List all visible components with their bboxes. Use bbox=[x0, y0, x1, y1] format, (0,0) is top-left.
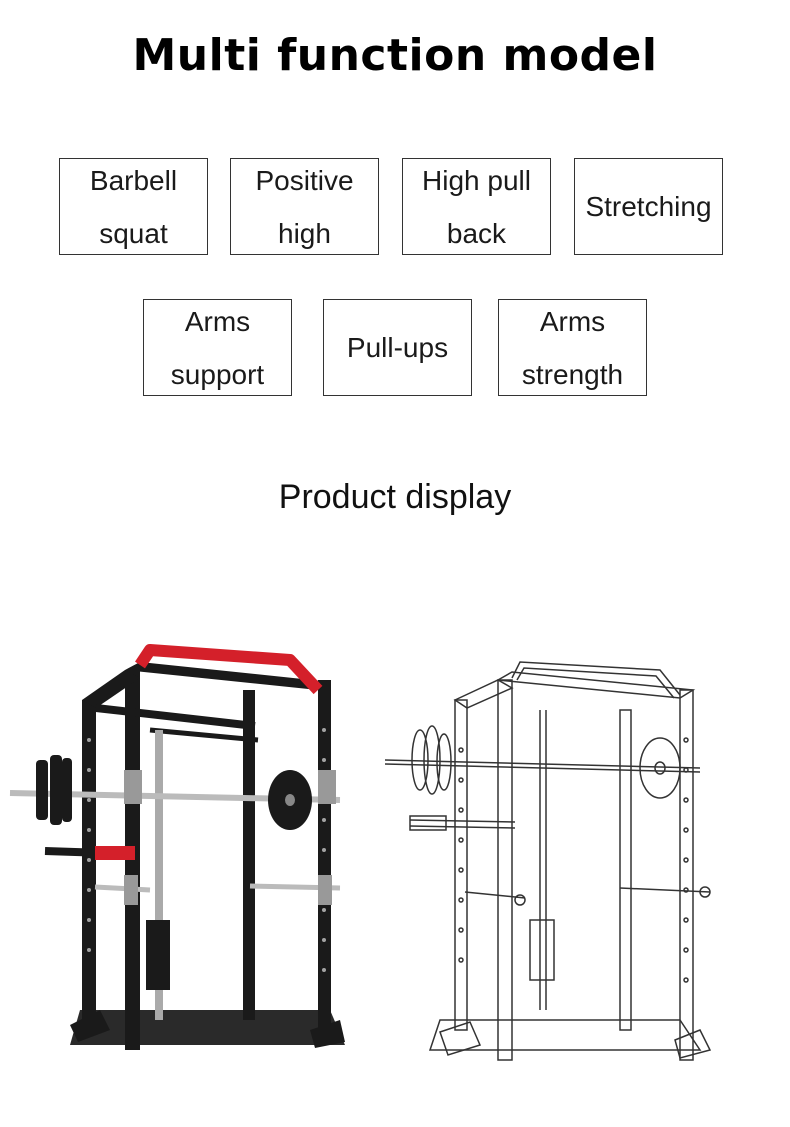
function-label: Positive high bbox=[255, 164, 354, 249]
power-rack-sketch bbox=[384, 661, 712, 1061]
function-label: Pull-ups bbox=[346, 331, 449, 363]
function-box-arms-support: Arms support bbox=[143, 299, 292, 396]
function-box-barbell-squat: Barbell squat bbox=[59, 158, 208, 255]
function-label: Arms strength bbox=[521, 305, 624, 390]
function-label: Stretching bbox=[585, 190, 712, 222]
function-box-high-pull-back: High pull back bbox=[402, 158, 551, 255]
page-title: Multi function model bbox=[132, 30, 658, 81]
function-label: Barbell squat bbox=[89, 164, 178, 249]
section-heading: Product display bbox=[278, 478, 512, 516]
function-box-positive-high: Positive high bbox=[230, 158, 379, 255]
function-label: High pull back bbox=[422, 164, 531, 249]
function-box-stretching: Stretching bbox=[574, 158, 723, 255]
function-label: Arms support bbox=[170, 305, 265, 390]
power-rack-photo bbox=[9, 644, 345, 1050]
function-box-pull-ups: Pull-ups bbox=[323, 299, 472, 396]
function-box-arms-strength: Arms strength bbox=[498, 299, 647, 396]
